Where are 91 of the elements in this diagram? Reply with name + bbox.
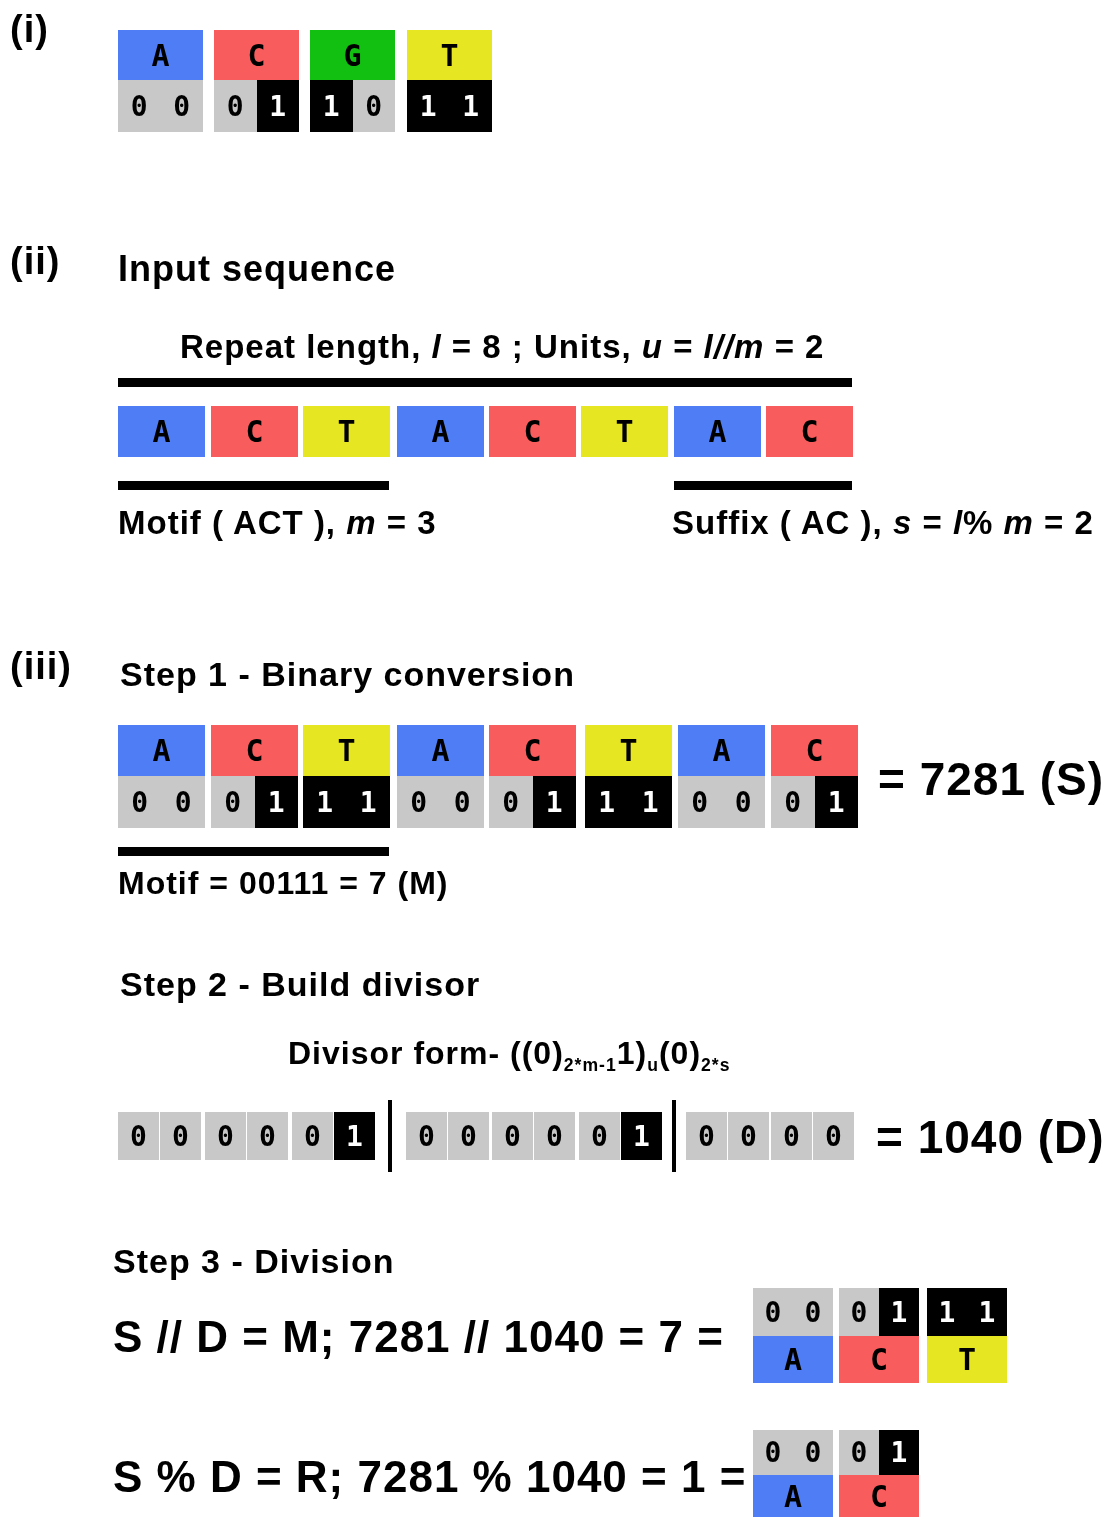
bit-tile: 0: [448, 1112, 489, 1160]
nucleotide-tile: A: [753, 1336, 833, 1383]
section-label: (iii): [10, 645, 72, 688]
bit-tile: 0: [771, 776, 815, 828]
bit-tile: 0: [579, 1112, 620, 1160]
equation-text: S % D = R; 7281 % 1040 = 1 =: [113, 1452, 747, 1502]
bit-tile: 1: [967, 1288, 1007, 1336]
bit-tile: 0: [214, 80, 257, 132]
nucleotide-tile: A: [397, 406, 484, 457]
bit-tile: 0: [118, 776, 162, 828]
bit-tile: 1: [346, 776, 390, 828]
bit-tile: 0: [352, 80, 395, 132]
bit-tile: 0: [678, 776, 722, 828]
bracket-caption: Suffix ( AC ), s = l% m = 2: [672, 504, 1094, 542]
bit-tile: 1: [407, 80, 450, 132]
bit-tile: 0: [686, 1112, 727, 1160]
bit-tile: 0: [160, 80, 203, 132]
bit-tile: 1: [532, 776, 576, 828]
bit-tile: 1: [303, 776, 347, 828]
bit-tile: 0: [492, 1112, 533, 1160]
bracket-caption: Motif ( ACT ), m = 3: [118, 504, 437, 542]
nucleotide-tile: A: [118, 725, 205, 776]
bracket-caption: Repeat length, l = 8 ; Units, u = l//m = 2: [180, 328, 825, 366]
nucleotide-tile: T: [303, 725, 390, 776]
bit-tile: 1: [254, 776, 298, 828]
bit-tile: 0: [753, 1430, 793, 1475]
heading: Step 1 - Binary conversion: [120, 655, 575, 694]
nucleotide-tile: T: [581, 406, 668, 457]
nucleotide-tile: C: [839, 1475, 919, 1517]
nucleotide-tile: A: [753, 1475, 833, 1517]
bit-tile: 0: [118, 80, 161, 132]
equation-text: = 1040 (D): [876, 1110, 1105, 1164]
bit-tile: 0: [211, 776, 255, 828]
nucleotide-tile: C: [211, 406, 298, 457]
bit-tile: 0: [721, 776, 765, 828]
nucleotide-tile: C: [839, 1336, 919, 1383]
bit-tile: 0: [771, 1112, 812, 1160]
bit-tile: 0: [813, 1112, 854, 1160]
heading: Input sequence: [118, 248, 397, 290]
nucleotide-tile: A: [118, 406, 205, 457]
bit-tile: 1: [334, 1112, 375, 1160]
nucleotide-tile: T: [303, 406, 390, 457]
heading: Step 2 - Build divisor: [120, 965, 481, 1004]
nucleotide-tile: A: [674, 406, 761, 457]
bit-tile: 1: [449, 80, 492, 132]
bit-tile: 0: [406, 1112, 447, 1160]
bracket-caption: Motif = 00111 = 7 (M): [118, 865, 449, 902]
bit-tile: 0: [839, 1430, 879, 1475]
bit-tile: 0: [292, 1112, 333, 1160]
bit-tile: 1: [628, 776, 672, 828]
bit-tile: 0: [839, 1288, 879, 1336]
bit-tile: 1: [879, 1288, 919, 1336]
nucleotide-tile: T: [407, 30, 492, 80]
nucleotide-tile: C: [489, 406, 576, 457]
bit-tile: 1: [879, 1430, 919, 1475]
section-label: (i): [10, 8, 49, 51]
nucleotide-tile: G: [310, 30, 395, 80]
nucleotide-tile: C: [766, 406, 853, 457]
section-label: (ii): [10, 240, 61, 283]
bit-tile: 0: [205, 1112, 246, 1160]
bit-tile: 0: [793, 1430, 833, 1475]
nucleotide-tile: C: [214, 30, 299, 80]
bit-tile: 0: [534, 1112, 575, 1160]
nucleotide-tile: A: [678, 725, 765, 776]
bit-tile: 1: [927, 1288, 967, 1336]
bit-tile: 0: [397, 776, 441, 828]
bit-tile: 1: [256, 80, 299, 132]
bit-tile: 0: [753, 1288, 793, 1336]
bit-tile: 1: [814, 776, 858, 828]
nucleotide-tile: A: [397, 725, 484, 776]
nucleotide-tile: C: [211, 725, 298, 776]
bit-tile: 0: [489, 776, 533, 828]
bit-tile: 0: [161, 776, 205, 828]
nucleotide-tile: T: [585, 725, 672, 776]
nucleotide-tile: C: [771, 725, 858, 776]
bit-tile: 0: [247, 1112, 288, 1160]
bit-tile: 0: [793, 1288, 833, 1336]
bit-tile: 1: [310, 80, 353, 132]
bit-tile: 0: [160, 1112, 201, 1160]
bit-tile: 1: [585, 776, 629, 828]
bit-tile: 0: [728, 1112, 769, 1160]
equation-text: = 7281 (S): [878, 752, 1105, 806]
nucleotide-tile: T: [927, 1336, 1007, 1383]
bit-tile: 0: [118, 1112, 159, 1160]
nucleotide-tile: A: [118, 30, 203, 80]
bit-tile: 0: [440, 776, 484, 828]
heading: Step 3 - Division: [113, 1242, 395, 1281]
equation-text: S // D = M; 7281 // 1040 = 7 =: [113, 1312, 724, 1362]
bit-tile: 1: [621, 1112, 662, 1160]
formula-text: Divisor form- ((0)$_{2*m-1}$1)$_{u}$(0)$_{2*s}$: [288, 1035, 731, 1077]
nucleotide-tile: C: [489, 725, 576, 776]
